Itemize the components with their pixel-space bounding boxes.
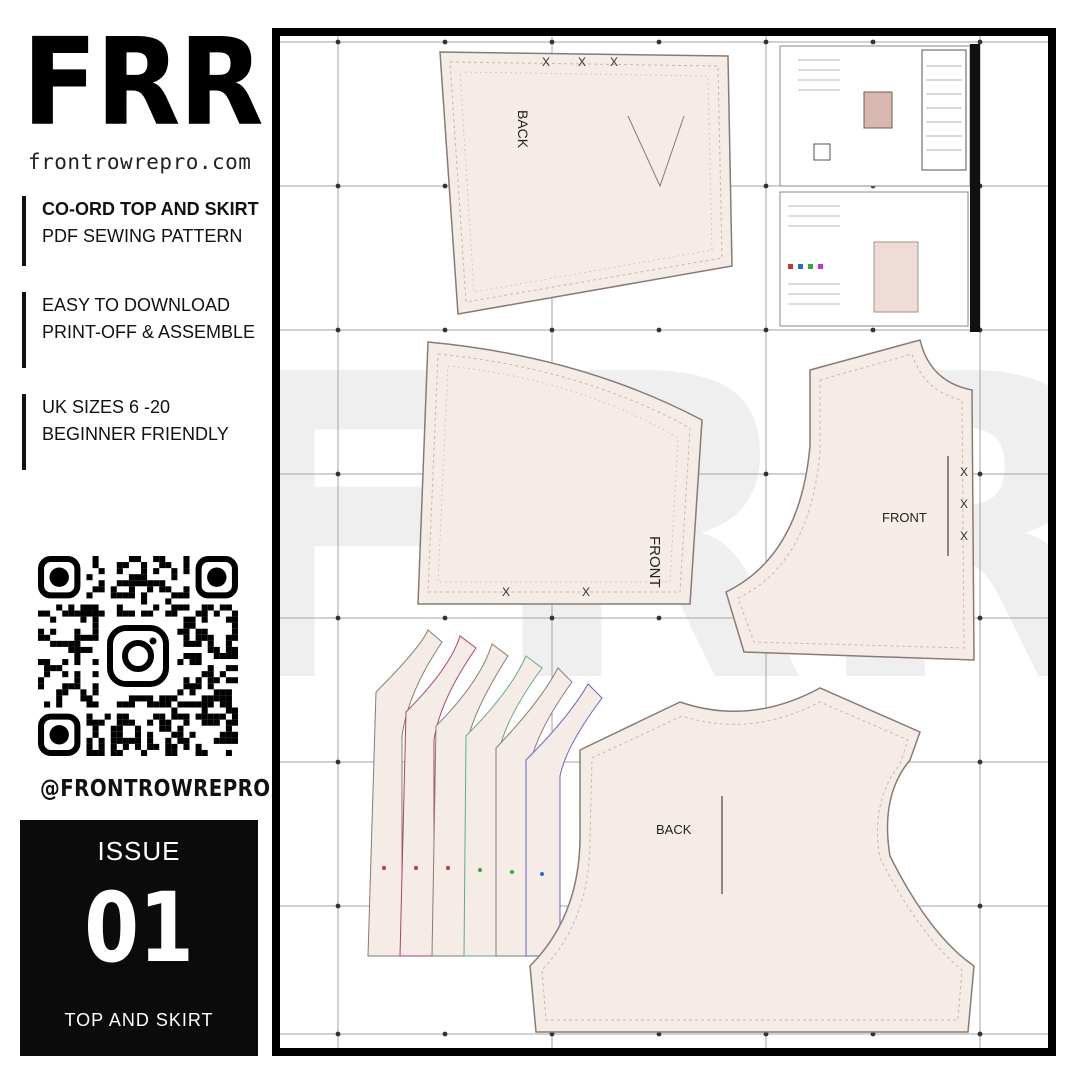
svg-text:X: X [582, 585, 590, 599]
issue-number: 01 [84, 872, 194, 984]
qr-finder-pattern [195, 555, 239, 599]
feature-block-coord: CO-ORD TOP AND SKIRT PDF SEWING PATTERN [22, 196, 292, 266]
tile-marker [763, 471, 769, 477]
feature-subtitle: PDF SEWING PATTERN [42, 226, 243, 246]
pattern-piece-strips [367, 629, 603, 957]
pattern-piece-bodice-front: FRONT X X X [725, 339, 975, 661]
tile-marker [335, 615, 341, 621]
tile-marker [335, 183, 341, 189]
tile-marker [442, 39, 448, 45]
pattern-piece-skirt-back: BACK X X X [439, 51, 733, 315]
tile-marker [335, 903, 341, 909]
tile-marker [549, 1031, 555, 1037]
issue-badge: ISSUE 01 TOP AND SKIRT [20, 820, 258, 1056]
tile-marker [763, 39, 769, 45]
instagram-handle[interactable]: @FRONTROWREPRO [40, 776, 271, 802]
svg-text:X: X [502, 585, 510, 599]
tile-marker [763, 183, 769, 189]
tile-marker [335, 1031, 341, 1037]
feature-line: BEGINNER FRIENDLY [42, 424, 229, 444]
tile-marker [549, 327, 555, 333]
instagram-qr-code[interactable] [37, 555, 239, 757]
brand-logo: FRR [22, 14, 264, 153]
tile-marker [335, 471, 341, 477]
piece-label: FRONT [882, 510, 927, 525]
piece-label: FRONT [646, 536, 663, 588]
tile-marker [335, 39, 341, 45]
qr-finder-pattern [37, 555, 81, 599]
issue-label: ISSUE [97, 836, 181, 866]
svg-text:X: X [960, 529, 968, 543]
website-url[interactable]: frontrowrepro.com [28, 150, 252, 174]
feature-title: CO-ORD TOP AND SKIRT [42, 199, 259, 219]
pattern-piece-bodice-back: BACK [529, 687, 975, 1033]
tile-marker [977, 615, 983, 621]
tile-marker [656, 1031, 662, 1037]
tile-marker [870, 39, 876, 45]
tile-marker [977, 759, 983, 765]
issue-subtitle: TOP AND SKIRT [64, 1010, 214, 1030]
tile-marker [977, 903, 983, 909]
tile-marker [870, 1031, 876, 1037]
tile-marker [977, 471, 983, 477]
tile-marker [977, 1031, 983, 1037]
feature-line: UK SIZES 6 -20 [42, 397, 171, 417]
svg-text:X: X [960, 465, 968, 479]
tile-marker [549, 615, 555, 621]
tile-marker [656, 615, 662, 621]
pattern-sheet-preview: FRR BACK X X X [272, 28, 1056, 1056]
tile-marker [335, 759, 341, 765]
svg-text:X: X [578, 55, 586, 69]
svg-text:X: X [960, 497, 968, 511]
feature-line: EASY TO DOWNLOAD [42, 295, 231, 315]
tile-marker [549, 39, 555, 45]
tile-marker [442, 327, 448, 333]
tile-marker [442, 1031, 448, 1037]
svg-text:X: X [542, 55, 550, 69]
tile-marker [870, 327, 876, 333]
pattern-piece-skirt-front: FRONT X X [417, 341, 703, 605]
qr-code-graphic [37, 555, 239, 757]
piece-label: BACK [515, 110, 531, 149]
qr-finder-pattern [37, 713, 81, 757]
svg-text:X: X [610, 55, 618, 69]
tile-marker [656, 327, 662, 333]
feature-block-download: EASY TO DOWNLOAD PRINT-OFF & ASSEMBLE [22, 292, 292, 368]
instagram-icon [107, 625, 169, 687]
tile-marker [442, 183, 448, 189]
tile-marker [335, 327, 341, 333]
pattern-instructions-panel [779, 44, 980, 332]
tile-marker [763, 1031, 769, 1037]
tile-marker [763, 327, 769, 333]
tile-marker [442, 615, 448, 621]
pattern-layout: FRR BACK X X X [280, 36, 1048, 1048]
feature-line: PRINT-OFF & ASSEMBLE [42, 322, 256, 342]
tile-marker [656, 39, 662, 45]
tile-marker [977, 39, 983, 45]
feature-block-sizes: UK SIZES 6 -20 BEGINNER FRIENDLY [22, 394, 292, 470]
piece-label: BACK [656, 822, 692, 837]
